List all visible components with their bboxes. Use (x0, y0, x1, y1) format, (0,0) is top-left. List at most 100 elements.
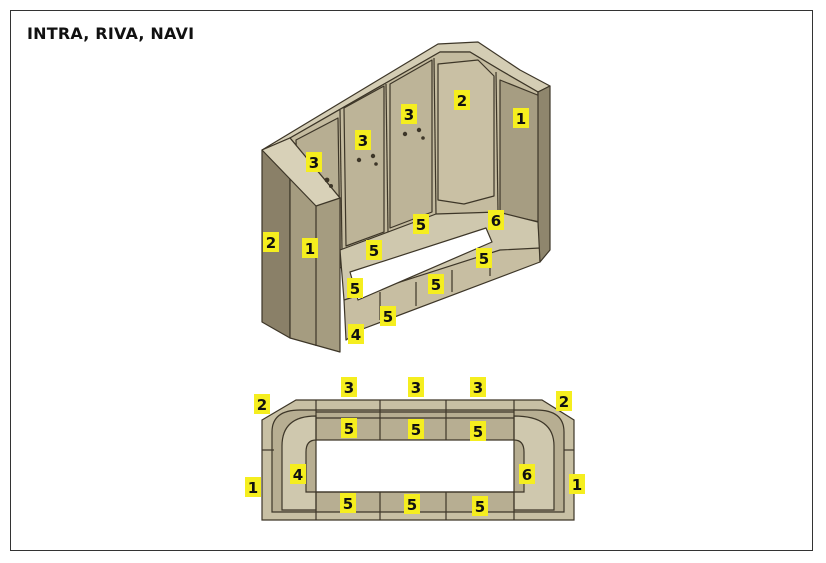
panel-3-right (389, 59, 433, 229)
plan-label-bg (408, 377, 424, 397)
plan-label-5: 5 (340, 493, 356, 513)
plan-label-text: 2 (257, 396, 267, 414)
plan-label-text: 5 (343, 495, 353, 513)
plan-label-1: 1 (245, 477, 261, 497)
plan-label-text: 1 (248, 479, 258, 497)
plan-label-bg (408, 419, 424, 439)
plan-label-6: 6 (519, 464, 535, 484)
iso-label-2: 2 (454, 90, 470, 110)
iso-label-text: 3 (358, 132, 368, 150)
iso-label-bg (401, 104, 417, 124)
iso-label-5: 5 (428, 274, 444, 294)
iso-label-bg (263, 232, 279, 252)
iso-label-text: 3 (309, 154, 319, 172)
plan-label-text: 3 (473, 379, 483, 397)
iso-label-bg (355, 130, 371, 150)
plan-label-2: 2 (254, 394, 270, 414)
part-labels: 3 3 3 2 1 2 1 5 5 6 5 5 5 5 4 2 3 3 3 2 5 5 5 1 4 6 1 5 5 5 (245, 90, 585, 516)
right-end-wall (537, 85, 551, 263)
iso-label-text: 2 (266, 234, 276, 252)
isometric-view (261, 41, 551, 353)
iso-label-text: 1 (516, 110, 526, 128)
plan-label-5: 5 (472, 496, 488, 516)
plan-opening (315, 439, 515, 493)
plan-label-bg (519, 464, 535, 484)
plan-label-text: 5 (475, 498, 485, 516)
iso-label-text: 5 (431, 276, 441, 294)
left-end-top (261, 137, 341, 207)
iso-label-text: 2 (457, 92, 467, 110)
plan-label-2: 2 (556, 391, 572, 411)
plan-label-bg (245, 477, 261, 497)
plan-label-5: 5 (470, 421, 486, 441)
iso-label-4: 4 (348, 324, 364, 344)
plan-label-3: 3 (408, 377, 424, 397)
iso-label-2: 2 (263, 232, 279, 252)
iso-label-5: 5 (413, 214, 429, 234)
plan-label-bg (341, 377, 357, 397)
plan-label-3: 3 (470, 377, 486, 397)
iso-label-5: 5 (347, 278, 363, 298)
plan-label-5: 5 (341, 418, 357, 438)
iso-label-6: 6 (488, 210, 504, 230)
plan-label-text: 3 (344, 379, 354, 397)
iso-label-text: 1 (305, 240, 315, 258)
fixture-holes (324, 127, 425, 188)
plan-label-bg (341, 418, 357, 438)
plan-label-5: 5 (408, 419, 424, 439)
panel-1-right (499, 79, 541, 223)
iso-label-bg (428, 274, 444, 294)
plan-label-bg (290, 464, 306, 484)
plan-label-text: 6 (522, 466, 532, 484)
plan-label-text: 4 (293, 466, 303, 484)
panel-3-mid (343, 85, 385, 247)
plan-label-bg (556, 391, 572, 411)
iso-label-text: 5 (416, 216, 426, 234)
iso-label-bg (302, 238, 318, 258)
plan-label-bg (472, 496, 488, 516)
plan-label-3: 3 (341, 377, 357, 397)
iso-label-text: 5 (383, 308, 393, 326)
plan-label-bg (404, 494, 420, 514)
iso-label-5: 5 (476, 248, 492, 268)
iso-label-3: 3 (355, 130, 371, 150)
iso-label-text: 5 (350, 280, 360, 298)
iso-label-bg (513, 108, 529, 128)
panel-2-corner (437, 59, 495, 205)
iso-label-bg (380, 306, 396, 326)
plan-label-bg (470, 377, 486, 397)
iso-label-bg (488, 210, 504, 230)
plan-label-text: 1 (572, 476, 582, 494)
iso-label-text: 6 (491, 212, 501, 230)
iso-label-bg (413, 214, 429, 234)
plan-label-5: 5 (404, 494, 420, 514)
iso-label-text: 4 (351, 326, 361, 344)
plan-label-bg (254, 394, 270, 414)
plan-label-text: 3 (411, 379, 421, 397)
iso-label-5: 5 (366, 240, 382, 260)
iso-label-bg (366, 240, 382, 260)
plan-label-text: 5 (407, 496, 417, 514)
iso-label-bg (306, 152, 322, 172)
plan-label-bg (569, 474, 585, 494)
iso-label-1: 1 (302, 238, 318, 258)
drawing-title: INTRA, RIVA, NAVI (27, 24, 195, 43)
iso-label-3: 3 (306, 152, 322, 172)
iso-label-text: 3 (404, 106, 414, 124)
iso-label-bg (348, 324, 364, 344)
iso-label-3: 3 (401, 104, 417, 124)
plan-label-1: 1 (569, 474, 585, 494)
plan-label-bg (340, 493, 356, 513)
plan-label-text: 5 (344, 420, 354, 438)
iso-label-5: 5 (380, 306, 396, 326)
iso-label-text: 5 (369, 242, 379, 260)
iso-label-text: 5 (479, 250, 489, 268)
plan-label-text: 2 (559, 393, 569, 411)
plan-label-text: 5 (473, 423, 483, 441)
iso-label-bg (476, 248, 492, 268)
plan-label-text: 5 (411, 421, 421, 439)
iso-label-1: 1 (513, 108, 529, 128)
plan-label-bg (470, 421, 486, 441)
iso-label-bg (454, 90, 470, 110)
